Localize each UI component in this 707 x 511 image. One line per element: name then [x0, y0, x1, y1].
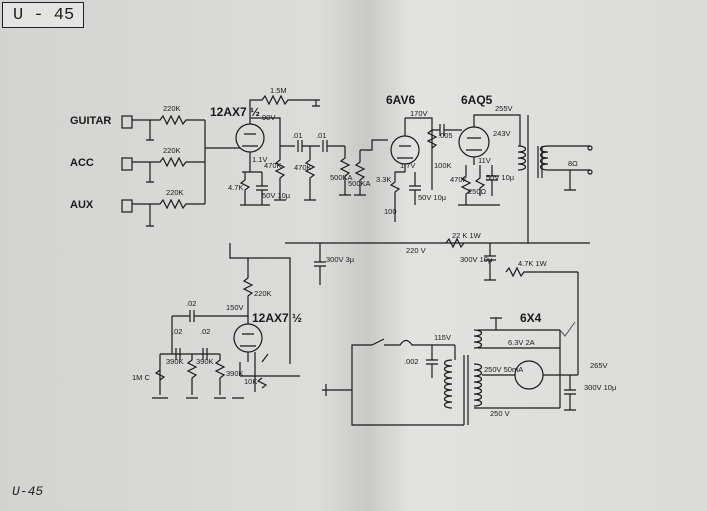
v4-screen-label: 243V: [493, 129, 511, 138]
b220-label: 220 V: [406, 246, 426, 255]
v3-tube: [390, 135, 420, 165]
hv-sec2-label: 250 V: [490, 409, 510, 418]
r-v2-load-label: 220K: [254, 289, 272, 298]
r-390b-label: 390K: [196, 357, 214, 366]
guitar-label: GUITAR: [70, 115, 111, 127]
v4-plate-label: 255V: [495, 104, 513, 113]
v2-plate-label: 150V: [226, 303, 244, 312]
model-tag-box: U - 45: [2, 2, 84, 28]
vol-label: 500KA: [330, 173, 353, 182]
acc-label: ACC: [70, 157, 94, 169]
aux-label: AUX: [70, 199, 94, 211]
r-v3-load-label: 100K: [434, 161, 452, 170]
r-in3-label: 220K: [166, 188, 184, 197]
v4-cath-v-label: 11V: [478, 156, 491, 165]
rectifier-label: 6X4: [520, 311, 542, 325]
v2-tube: [233, 323, 263, 353]
v1-label: 12AX7 ½: [210, 105, 260, 119]
heater-label: 6.3V 2A: [508, 338, 535, 347]
c3-label: .005: [438, 131, 453, 140]
v1-tube: [235, 123, 265, 153]
footer-model-tag: U-45: [12, 484, 44, 499]
v3-label: 6AV6: [386, 93, 415, 107]
r-v4-cath-label: 250Ω: [468, 187, 487, 196]
r-in-2: [150, 156, 205, 168]
acc-jack: [121, 157, 133, 171]
c2-label: .01: [316, 131, 326, 140]
c-res-label: 300V 10µ: [584, 383, 617, 392]
r-in2-label: 220K: [163, 146, 181, 155]
speaker-label: 8Ω: [568, 159, 578, 168]
pot-1m-label: 1M C: [132, 373, 151, 382]
c-trem-label: .02: [186, 299, 196, 308]
r-390c-label: 390K: [226, 369, 244, 378]
c-filt1-label: 300V 3µ: [326, 255, 355, 264]
c-v3-cath-label: 50V 10µ: [418, 193, 447, 202]
c-filt2-label: 300V 10µ: [460, 255, 493, 264]
r-fb-label: 1.5M: [270, 86, 287, 95]
r-v1-cath-label: 4.7K: [228, 183, 243, 192]
check-mark: [559, 321, 576, 337]
c1-label: .01: [292, 131, 302, 140]
v4-label: 6AQ5: [461, 93, 493, 107]
v1-cath-v-label: 1.1V: [252, 155, 267, 164]
r-v3-100-label: 100: [384, 207, 397, 216]
v1-plate-label: 90V: [262, 113, 275, 122]
r-in-3: [150, 198, 205, 210]
c-v4-cath-label: 50V 10µ: [486, 173, 515, 182]
mains-label: 115V: [434, 333, 451, 342]
guitar-jack: [121, 115, 133, 129]
c-line-label: .002: [404, 357, 419, 366]
r-in-1: [150, 114, 205, 126]
c-ph2-label: .02: [200, 327, 210, 336]
v3-plate-label: 170V: [410, 109, 428, 118]
vol2-label: 500KA: [348, 179, 371, 188]
r-drop1-label: 22 K 1W: [452, 231, 482, 240]
r-390a-label: 390K: [166, 357, 184, 366]
r-v3-cath-label: 3.3K: [376, 175, 391, 184]
r-grid-label: 470K: [294, 163, 312, 172]
r-in1-label: 220K: [163, 104, 181, 113]
v2-label: 12AX7 ½: [252, 311, 302, 325]
b-plus-label: 265V: [590, 361, 608, 370]
hv-sec-label: 250V 50mA: [484, 365, 523, 374]
r-drop2-label: 4.7K 1W: [518, 259, 548, 268]
r-10k-label: 10K: [244, 377, 257, 386]
r-v1-load-label: 470K: [264, 161, 282, 170]
r-v4-grid-label: 470K: [450, 175, 468, 184]
c-ph1-label: .02: [172, 327, 182, 336]
c-v1-cath-label: 50V 10µ: [262, 191, 291, 200]
aux-jack: [121, 199, 133, 213]
v4-tube: [458, 126, 490, 158]
v3-cath-v-label: 1.7V: [400, 161, 415, 170]
